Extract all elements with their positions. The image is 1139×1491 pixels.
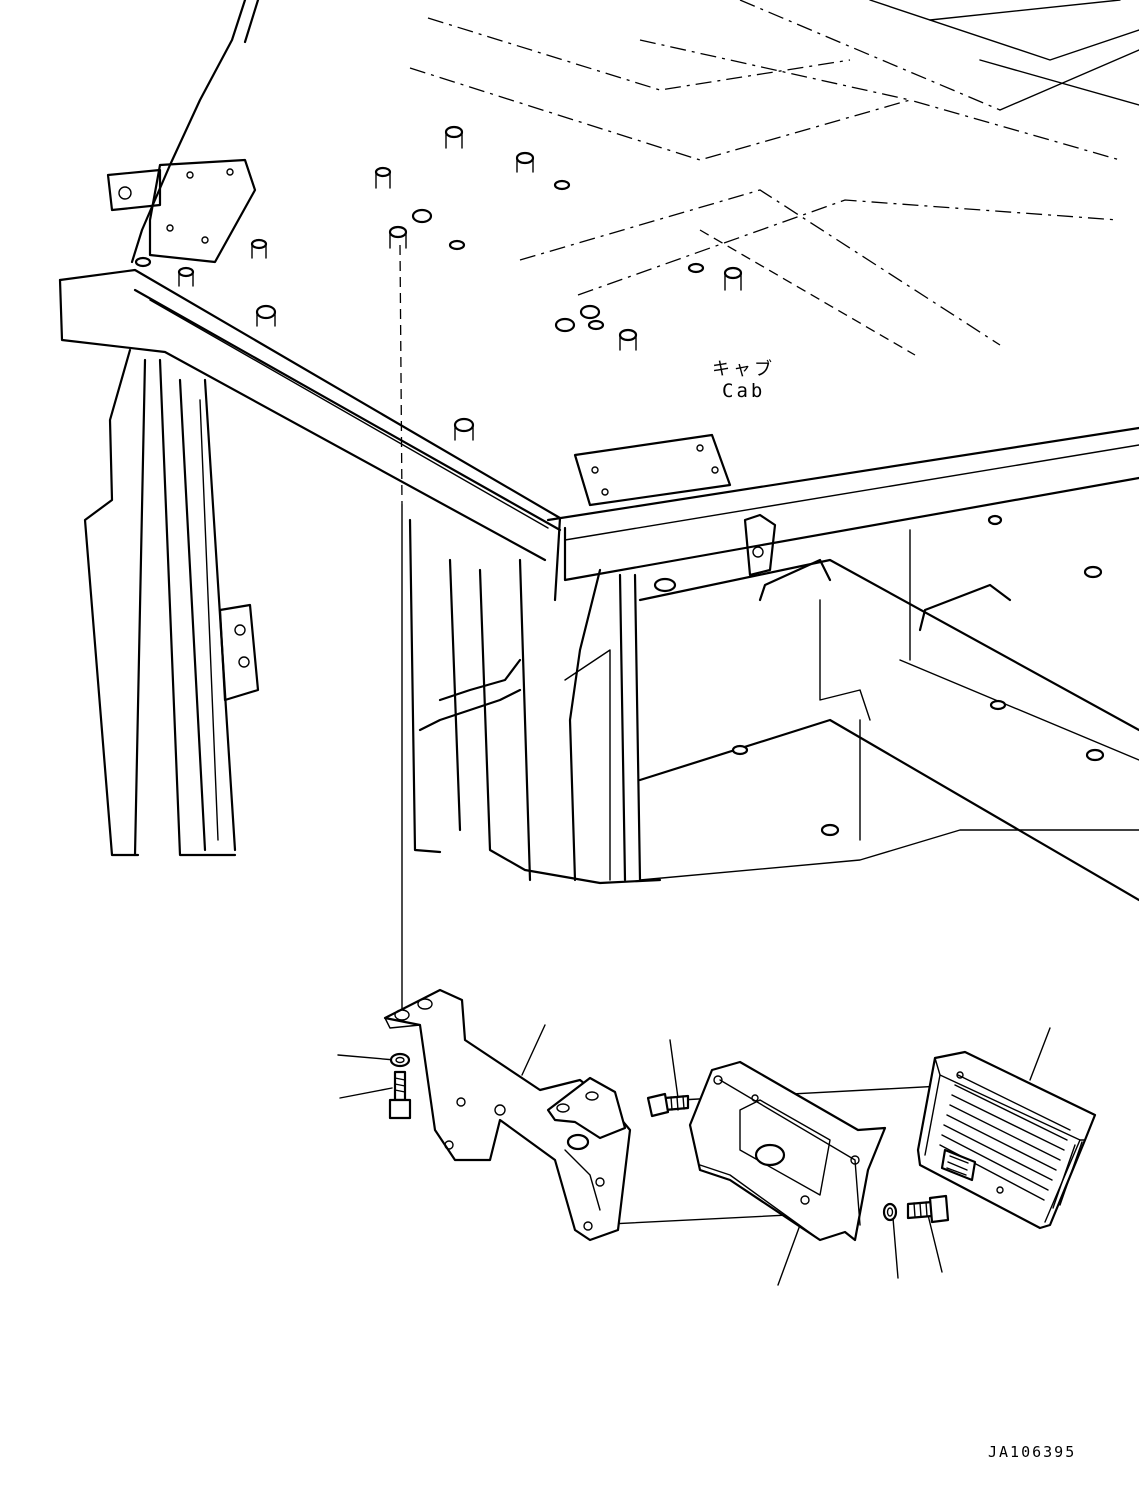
cab-label-english: Cab xyxy=(722,380,766,402)
cab-label-japanese: キャブ xyxy=(712,359,775,380)
washer-left xyxy=(389,1052,411,1068)
cab-frame xyxy=(58,0,1139,902)
drawing-number: JA106395 xyxy=(988,1443,1077,1461)
mounting-bracket xyxy=(383,988,632,1242)
electronic-controller xyxy=(916,1050,1097,1230)
bolt-right xyxy=(906,1194,950,1224)
assembly-lines xyxy=(337,244,1051,1286)
roof-bosses xyxy=(134,125,1105,837)
bolt-middle xyxy=(646,1092,690,1118)
controller-cover xyxy=(688,1060,887,1242)
washer-right xyxy=(882,1202,898,1222)
bolt-left xyxy=(388,1070,412,1120)
